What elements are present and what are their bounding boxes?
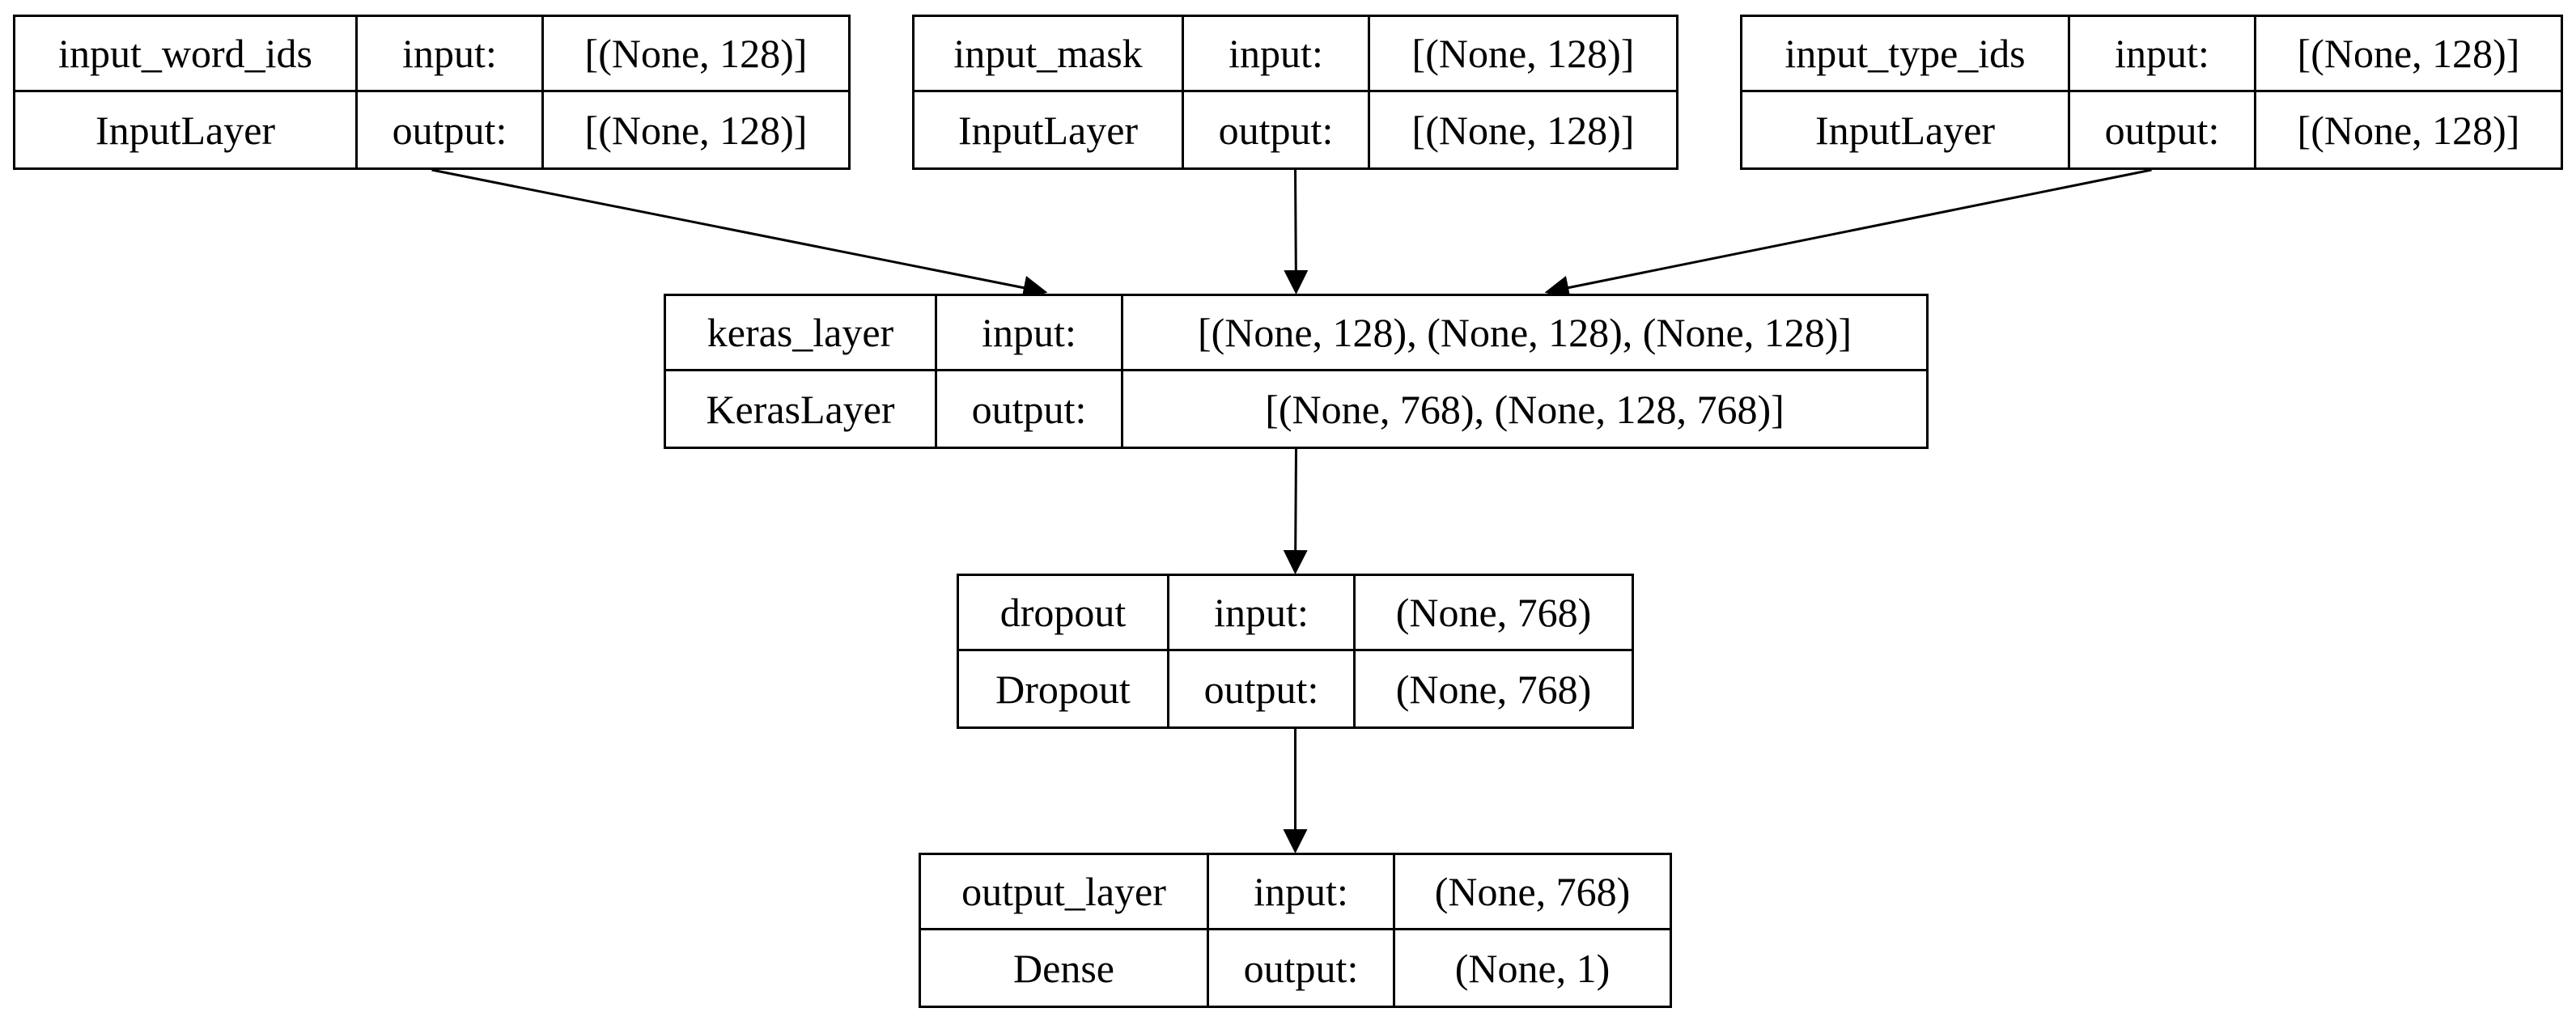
output-shape: (None, 1): [1454, 945, 1611, 991]
output-label: output:: [2070, 92, 2256, 167]
layer-type: KerasLayer: [666, 371, 937, 447]
input-shape: (None, 768): [1356, 576, 1632, 651]
node-output-layer: output_layer input: (None, 768) Dense ou…: [919, 853, 1672, 1008]
node-name: output_layer: [921, 855, 1209, 930]
output-label: output:: [1209, 930, 1395, 1006]
node-name: input_word_ids: [15, 17, 358, 92]
layer-type: Dense: [921, 930, 1209, 1006]
input-label: input:: [2070, 17, 2256, 92]
output-shape: [(None, 128)]: [584, 107, 808, 153]
input-label: input:: [1209, 855, 1395, 930]
node-input-type-ids: input_type_ids input: [(None, 128)] Inpu…: [1740, 15, 2563, 170]
node-name: keras_layer: [666, 296, 937, 371]
node-name: dropout: [959, 576, 1169, 651]
input-shape: (None, 768): [1395, 855, 1670, 930]
output-label: output:: [358, 92, 544, 167]
node-input-mask: input_mask input: [(None, 128)] InputLay…: [912, 15, 1678, 170]
output-label: output:: [937, 371, 1123, 447]
input-shape: [(None, 128)]: [1370, 17, 1676, 92]
input-shape: [(None, 128)]: [2256, 17, 2561, 92]
edge-input_type_ids-to-keras_layer: [1544, 168, 2152, 300]
layer-type: InputLayer: [15, 92, 358, 167]
input-shape: [(None, 128)]: [544, 17, 848, 92]
edge-input_word_ids-to-keras_layer: [431, 168, 1048, 300]
layer-type: Dropout: [959, 651, 1169, 726]
input-label: input:: [1169, 576, 1356, 651]
node-name: input_mask: [915, 17, 1184, 92]
node-keras-layer: keras_layer input: [(None, 128), (None, …: [664, 294, 1929, 449]
output-shape: [(None, 768), (None, 128, 768)]: [1265, 386, 1785, 432]
output-shape: [(None, 128)]: [2297, 107, 2520, 153]
layer-type: InputLayer: [915, 92, 1184, 167]
input-shape: [(None, 128), (None, 128), (None, 128)]: [1123, 296, 1926, 371]
node-input-word-ids: input_word_ids input: [(None, 128)] Inpu…: [13, 15, 851, 170]
output-shape: [(None, 128)]: [1411, 107, 1635, 153]
input-label: input:: [937, 296, 1123, 371]
node-name: input_type_ids: [1742, 17, 2070, 92]
output-label: output:: [1184, 92, 1370, 167]
input-label: input:: [358, 17, 544, 92]
output-shape: (None, 768): [1395, 666, 1592, 712]
output-label: output:: [1169, 651, 1356, 726]
node-dropout: dropout input: (None, 768) Dropout outpu…: [957, 574, 1634, 729]
layer-type: InputLayer: [1742, 92, 2070, 167]
input-label: input:: [1184, 17, 1370, 92]
